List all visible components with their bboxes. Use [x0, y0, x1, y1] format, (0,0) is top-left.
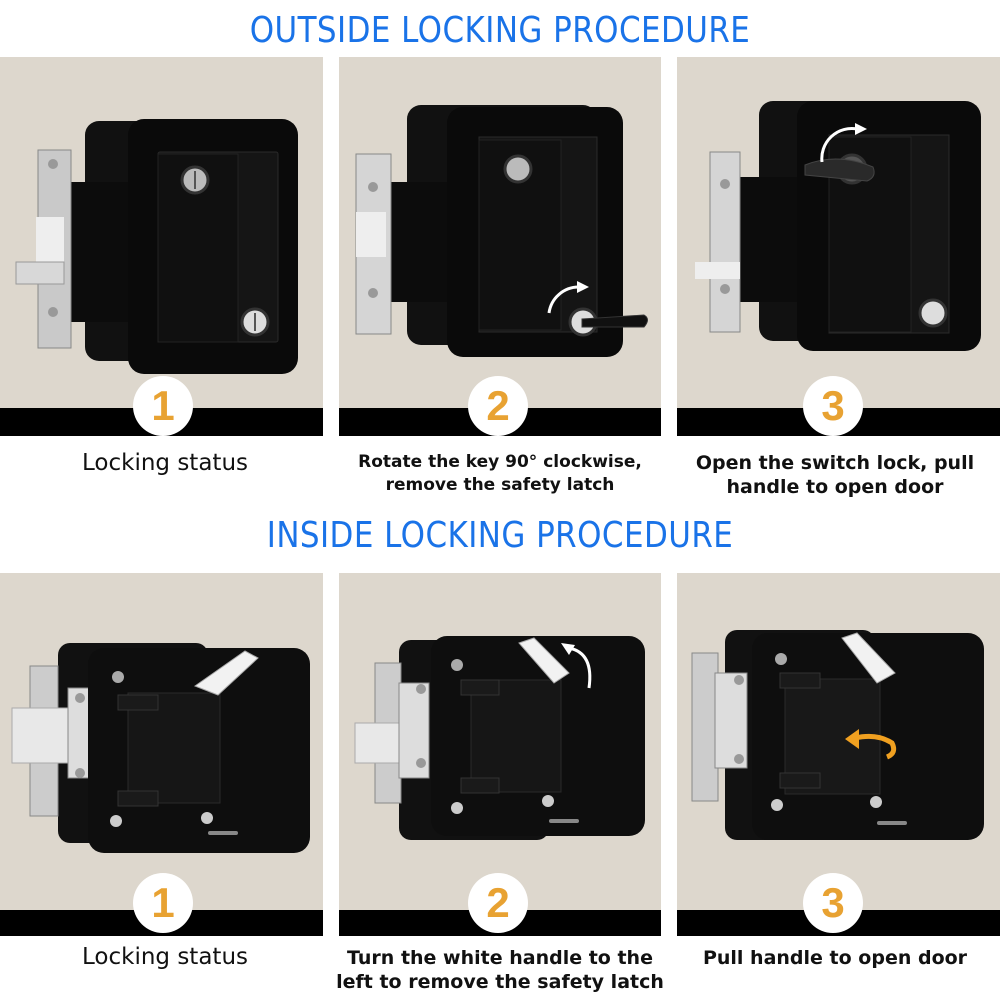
- outside-step-3-panel: 3: [677, 57, 1000, 436]
- outside-lock-rotate-key-image: [355, 105, 648, 357]
- inside-lock-locked-image: [11, 643, 310, 853]
- step-number-badge: 3: [803, 873, 863, 933]
- caption-line: Locking status: [82, 944, 248, 970]
- step-number-badge: 2: [468, 873, 528, 933]
- outside-lock-open-image: [695, 101, 981, 351]
- outside-step-2-panel: 2: [339, 57, 661, 436]
- caption-line: remove the safety latch: [385, 475, 615, 495]
- outside-procedure-title: OUTSIDE LOCKING PROCEDURE: [249, 10, 751, 51]
- outside-step-2-caption: Rotate the key 90° clockwise, remove the…: [330, 451, 670, 497]
- caption-line: Locking status: [82, 450, 248, 476]
- inside-lock-turn-handle-image: [354, 636, 645, 840]
- inside-step-2-panel: 2: [339, 573, 661, 936]
- outside-step-3-caption: Open the switch lock, pull handle to ope…: [670, 451, 1000, 499]
- outside-step-1-caption: Locking status: [0, 450, 330, 476]
- inside-step-2-caption: Turn the white handle to the left to rem…: [330, 946, 670, 994]
- caption-line: Open the switch lock, pull: [695, 452, 975, 474]
- outside-lock-locked-image: [15, 119, 298, 374]
- inside-step-1-caption: Locking status: [0, 944, 330, 970]
- inside-procedure-title: INSIDE LOCKING PROCEDURE: [266, 515, 734, 556]
- inside-step-3-panel: 3: [677, 573, 1000, 936]
- caption-line: Turn the white handle to the: [347, 947, 653, 969]
- step-number-badge: 1: [133, 376, 193, 436]
- inside-step-1-panel: 1: [0, 573, 323, 936]
- step-number-badge: 3: [803, 376, 863, 436]
- caption-line: Rotate the key 90° clockwise,: [358, 452, 642, 472]
- inside-lock-pull-handle-image: [691, 630, 984, 840]
- caption-line: Pull handle to open door: [702, 947, 968, 969]
- step-number-badge: 1: [133, 873, 193, 933]
- caption-line: handle to open door: [726, 476, 944, 498]
- caption-line: left to remove the safety latch: [336, 971, 664, 993]
- inside-step-3-caption: Pull handle to open door: [670, 946, 1000, 970]
- outside-step-1-panel: 1: [0, 57, 323, 436]
- step-number-badge: 2: [468, 376, 528, 436]
